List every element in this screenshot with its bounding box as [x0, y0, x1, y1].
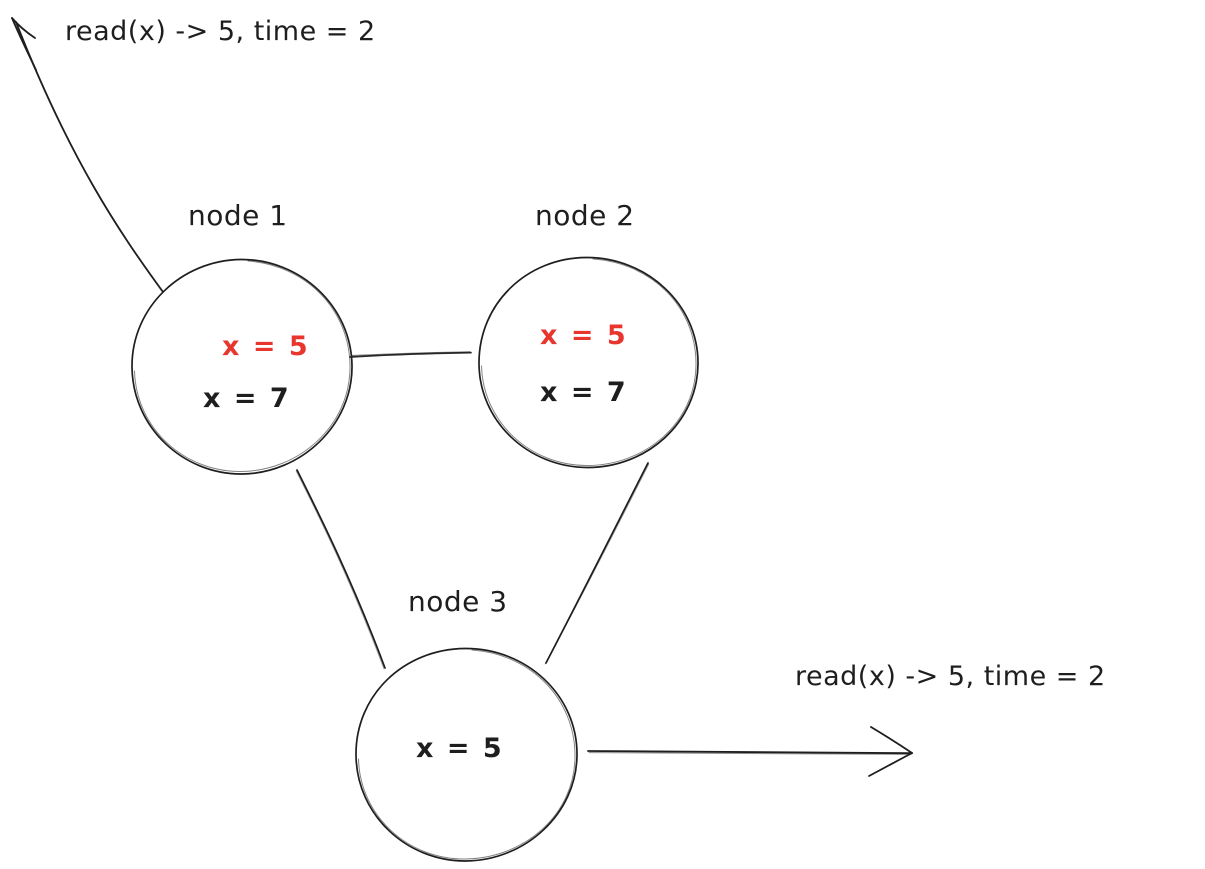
edge-node1-node3: [295, 469, 386, 670]
read-label-bottom-right: read(x) -> 5, time = 2: [795, 661, 1106, 692]
node-2-value-current: x = 7: [540, 377, 628, 408]
read-arrow-bottom-right: [587, 726, 913, 777]
edge-node1-node2: [349, 351, 472, 358]
read-label-top-left: read(x) -> 5, time = 2: [65, 16, 376, 47]
edge-node2-node3: [544, 462, 650, 665]
node-3-circle[interactable]: [355, 647, 578, 862]
node-2-label: node 2: [535, 199, 635, 232]
node-2-circle[interactable]: [478, 256, 699, 469]
node-3-label: node 3: [408, 585, 508, 618]
node-1-label: node 1: [188, 199, 288, 232]
read-arrow-top-left: [11, 17, 164, 293]
node-3-value-current: x = 5: [416, 733, 504, 764]
node-2-value-stale: x = 5: [540, 320, 628, 351]
node-1-value-current: x = 7: [203, 383, 291, 414]
node-1-circle[interactable]: [131, 258, 353, 475]
node-1-value-stale: x = 5: [222, 331, 310, 362]
